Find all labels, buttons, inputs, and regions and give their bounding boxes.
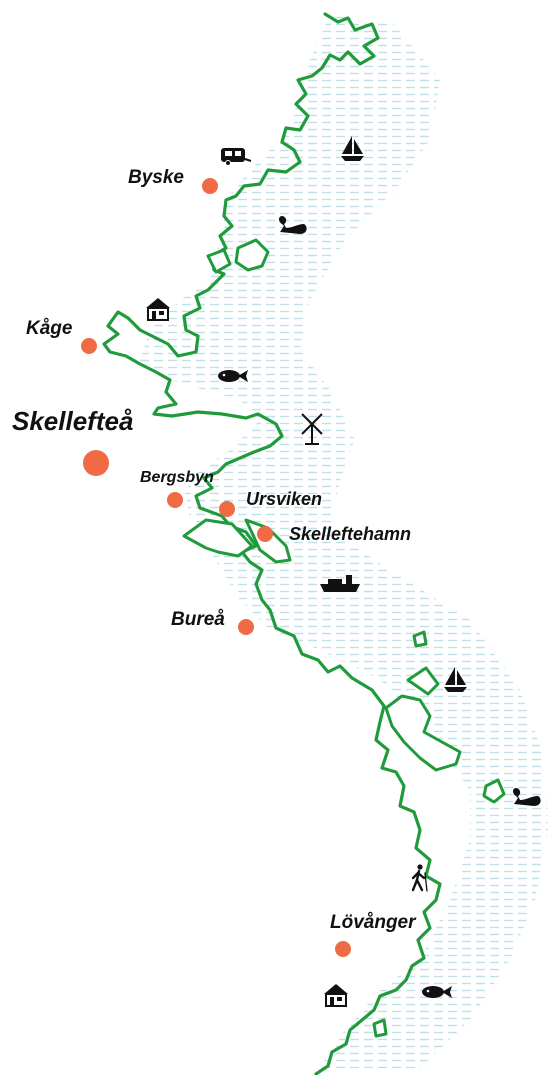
swan-icon (513, 788, 541, 806)
island (384, 694, 462, 772)
island (206, 248, 232, 274)
sea-area (140, 15, 548, 1068)
sailboat-icon (444, 667, 467, 692)
town-dot-ursviken (219, 501, 235, 517)
island (412, 630, 428, 648)
place-label-byske: Byske (128, 167, 184, 188)
place-label-skelleftea: Skellefteå (12, 406, 133, 436)
cabin-icon (324, 984, 348, 1007)
place-label-ursviken: Ursviken (246, 489, 322, 509)
place-label-kage: Kåge (26, 318, 73, 339)
place-label-lovanger: Lövånger (330, 912, 417, 933)
coastline (102, 12, 442, 1075)
town-dot-byske (202, 178, 218, 194)
windmill-icon (301, 413, 323, 445)
island (182, 518, 254, 558)
island (372, 1018, 388, 1038)
fish-icon (218, 370, 248, 382)
fish-icon (422, 986, 452, 998)
town-dot-skelleftehamn (257, 526, 273, 542)
town-dot-bergsbyn (167, 492, 183, 508)
place-label-skelleftehamn: Skelleftehamn (289, 524, 411, 544)
town-dot-burea (238, 619, 254, 635)
hiker-icon (411, 864, 428, 892)
caravan-icon (221, 148, 252, 166)
swan-icon (279, 216, 307, 234)
sailboat-icon (341, 136, 364, 161)
cabin-icon (146, 298, 170, 321)
place-label-bergsbyn: Bergsbyn (140, 469, 214, 486)
island (234, 238, 270, 272)
town-dot-lovanger (335, 941, 351, 957)
town-dot-skelleftea (83, 450, 109, 476)
ship-icon (320, 575, 360, 592)
island (406, 666, 440, 696)
place-label-burea: Bureå (171, 609, 225, 630)
town-dot-kage (81, 338, 97, 354)
island (482, 778, 506, 804)
